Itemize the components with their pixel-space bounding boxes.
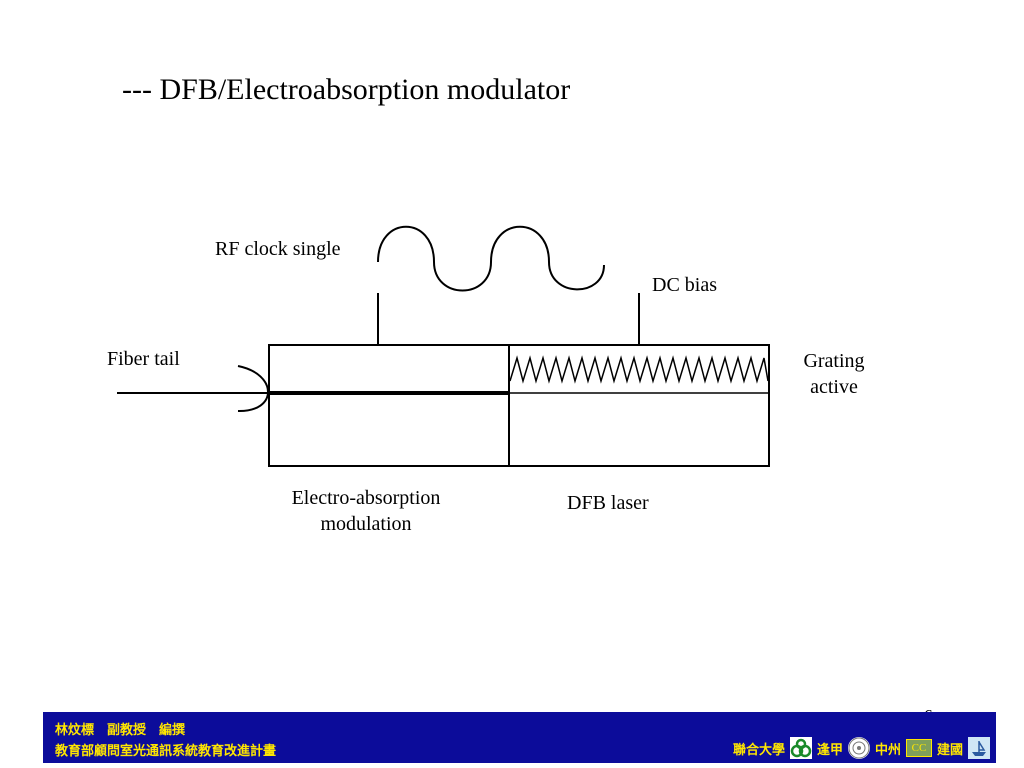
footer-universities: 聯合大學 逢甲 中州 CC 建國	[733, 736, 990, 760]
cc-logo-icon: CC	[905, 739, 932, 757]
slide-title: --- DFB/Electroabsorption modulator	[122, 73, 571, 106]
univ-zhongzhou-text: 中州	[874, 742, 901, 758]
dfb-laser-label: DFB laser	[567, 492, 649, 514]
device-outline	[268, 344, 770, 467]
lianhe-logo-icon	[789, 737, 812, 759]
fiber-tail-label: Fiber tail	[107, 348, 180, 370]
univ-jianguo-text: 建國	[936, 742, 963, 758]
univ-fengjia-text: 逢甲	[816, 742, 843, 758]
grating-zigzag	[509, 355, 769, 384]
grating-label-line1: Grating	[803, 350, 865, 372]
footer-bar: 林炆標 副教授 編撰 教育部顧問室光通訊系統教育改進計畫 聯合大學 逢甲 中州 …	[43, 712, 996, 763]
dc-bias-label: DC bias	[652, 274, 717, 296]
lens-curve	[237, 365, 269, 413]
rf-clock-label: RF clock single	[215, 238, 341, 260]
footer-project: 教育部顧問室光通訊系統教育改進計畫	[55, 744, 277, 759]
footer-author: 林炆標 副教授 編撰	[55, 723, 186, 738]
rf-sine-wave	[377, 225, 605, 292]
grating-active-label: Grating active	[793, 348, 875, 400]
jianguo-logo-icon	[968, 737, 990, 759]
ea-modulation-label: Electro-absorption modulation	[276, 485, 456, 537]
ea-label-line1: Electro-absorption	[291, 487, 441, 509]
fengjia-seal-icon	[847, 737, 870, 759]
grating-label-line2: active	[810, 376, 858, 398]
ea-label-line2: modulation	[320, 513, 412, 535]
univ-lianhe-text: 聯合大學	[732, 742, 785, 758]
